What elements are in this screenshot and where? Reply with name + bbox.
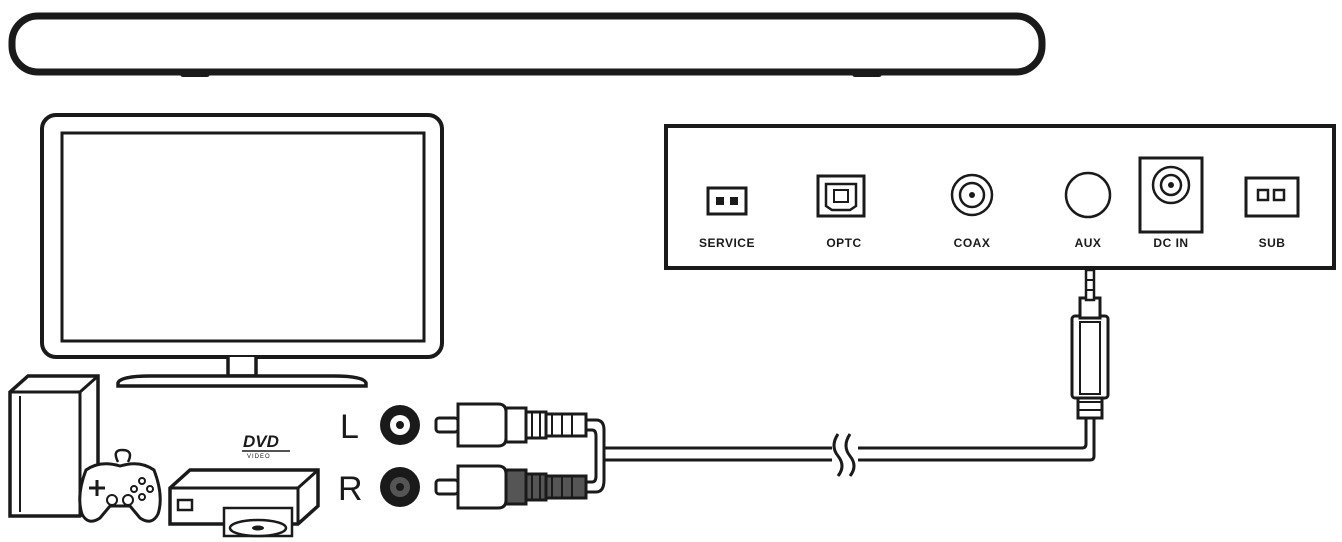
audio-cable [586, 418, 1096, 494]
aux-jack-plug [1070, 256, 1110, 420]
sub-port-label: SUB [1259, 236, 1286, 250]
left-channel-label: L [340, 408, 359, 446]
soundbar [8, 12, 1046, 77]
sub-port: SUB [1244, 176, 1300, 250]
coax-port: COAX [950, 173, 994, 250]
right-channel-label: R [338, 470, 363, 508]
dvd-player-icon: DVD VIDEO [168, 432, 320, 538]
optical-port: OPTC [816, 174, 866, 250]
aux-port-label: AUX [1075, 236, 1102, 250]
right-rca-plug [434, 464, 588, 510]
left-rca-socket [380, 405, 420, 445]
service-port: SERVICE [699, 186, 755, 250]
game-console-icon [8, 374, 162, 523]
optical-port-label: OPTC [826, 236, 861, 250]
tv-icon [40, 113, 444, 388]
rear-panel: SERVICE OPTC COAX AUX DC IN [664, 124, 1336, 270]
dc-in-port-label: DC IN [1153, 236, 1188, 250]
rca-output: L R [338, 405, 420, 508]
dc-in-port: DC IN [1138, 156, 1204, 250]
service-port-label: SERVICE [699, 236, 755, 250]
dvd-logo: DVD [243, 432, 279, 451]
coax-port-label: COAX [954, 236, 991, 250]
dvd-sublogo: VIDEO [247, 454, 271, 460]
soundbar-foot-right [852, 70, 882, 77]
right-rca-socket [380, 467, 420, 507]
aux-port: AUX [1064, 171, 1112, 250]
soundbar-foot-left [180, 70, 210, 77]
left-rca-plug [434, 402, 588, 448]
